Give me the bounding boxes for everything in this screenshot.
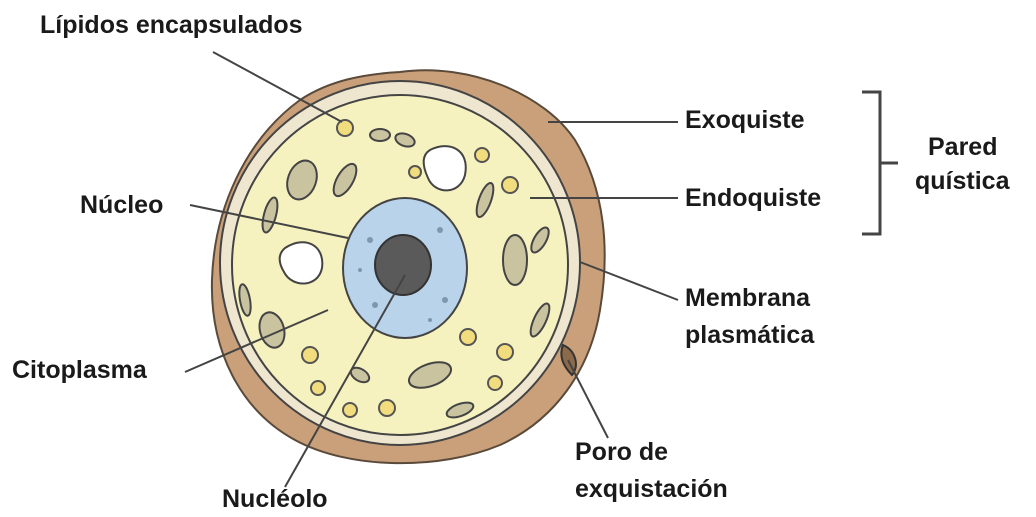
nucleolus bbox=[375, 235, 431, 295]
label-poro-line1: Poro de bbox=[575, 437, 668, 467]
leader-poro bbox=[568, 360, 608, 438]
label-citoplasma: Citoplasma bbox=[12, 355, 147, 385]
label-lipidos-encapsulados: Lípidos encapsulados bbox=[40, 10, 303, 40]
label-exoquiste: Exoquiste bbox=[685, 105, 804, 135]
label-endoquiste: Endoquiste bbox=[685, 183, 821, 213]
label-pared-line2: quística bbox=[915, 166, 1009, 196]
label-membrana-line2: plasmática bbox=[685, 320, 814, 350]
label-poro-line2: exquistación bbox=[575, 474, 728, 504]
label-nucleo: Núcleo bbox=[80, 190, 163, 220]
label-membrana-line1: Membrana bbox=[685, 283, 810, 313]
pared-bracket bbox=[862, 92, 898, 234]
label-nucleolo: Nucléolo bbox=[222, 484, 328, 514]
label-pared-line1: Pared bbox=[928, 132, 997, 162]
